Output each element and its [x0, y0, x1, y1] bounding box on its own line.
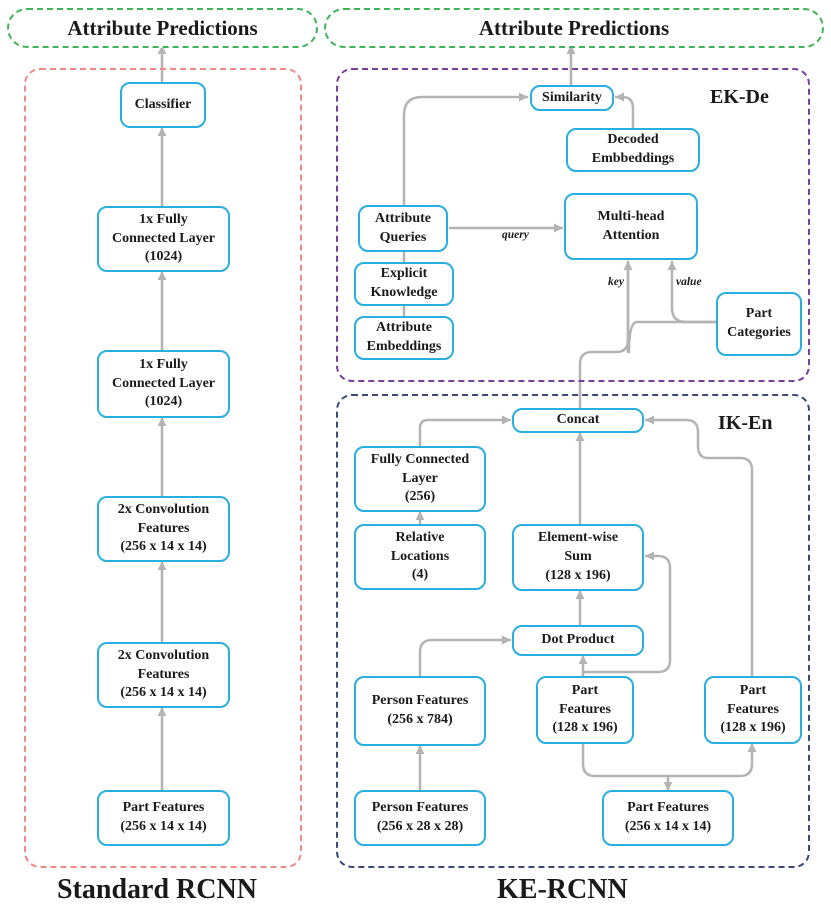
- attribute-queries-node: Attribute Queries: [358, 205, 448, 252]
- part-features-input-node: Part Features (256 x 14 x 14): [97, 790, 230, 846]
- multi-head-attention-node: Multi-head Attention: [564, 193, 698, 260]
- attribute-embeddings-node: Attribute Embeddings: [354, 316, 454, 360]
- arrow-concat-to-key: [578, 260, 633, 410]
- fc-layer-node-bottom: 1x Fully Connected Layer (1024): [97, 350, 230, 418]
- arrow-part-in-to-parts: [581, 744, 752, 790]
- classifier-node: Classifier: [120, 82, 206, 128]
- concat-node: Concat: [512, 408, 644, 433]
- arrow-right-part-to-concat: [644, 415, 754, 678]
- value-edge-label: value: [676, 276, 702, 288]
- arrow-person-to-dot: [418, 635, 512, 678]
- part-features-right-input-node: Part Features (256 x 14 x 14): [602, 790, 734, 846]
- left-predictions-header: Attribute Predictions: [7, 8, 318, 48]
- arrow-part-to-sum: [581, 551, 672, 674]
- arrow-queries-to-similarity: [402, 92, 529, 207]
- decoded-embeddings-node: Decoded Embbeddings: [566, 128, 700, 172]
- part-features-right-node: Part Features (128 x 196): [704, 676, 802, 744]
- dot-product-node: Dot Product: [512, 625, 644, 656]
- arrow-decoded-to-similarity: [614, 92, 635, 130]
- arrow-value-to-mha: [667, 260, 718, 324]
- query-edge-label: query: [502, 229, 529, 241]
- part-categories-node: Part Categories: [716, 292, 802, 356]
- fc-layer-node-top: 1x Fully Connected Layer (1024): [97, 206, 230, 272]
- key-edge-label: key: [608, 276, 624, 288]
- standard-rcnn-frame: [24, 68, 302, 868]
- similarity-node: Similarity: [530, 85, 614, 111]
- person-features-node: Person Features (256 x 784): [354, 676, 486, 746]
- ik-en-label: IK-En: [718, 412, 773, 434]
- standard-rcnn-caption: Standard RCNN: [57, 874, 257, 905]
- part-features-mid-node: Part Features (128 x 196): [536, 676, 634, 744]
- ik-en-frame: [336, 394, 810, 868]
- explicit-knowledge-node: Explicit Knowledge: [354, 262, 454, 306]
- relative-locations-node: Relative Locations (4): [354, 524, 486, 590]
- right-predictions-header: Attribute Predictions: [324, 8, 824, 48]
- ke-rcnn-caption: KE-RCNN: [497, 874, 628, 905]
- person-features-input-node: Person Features (256 x 28 x 28): [354, 790, 486, 846]
- fc-256-node: Fully Connected Layer (256): [354, 446, 486, 512]
- ek-de-frame: [336, 68, 810, 382]
- conv-features-node-top: 2x Convolution Features (256 x 14 x 14): [97, 496, 230, 562]
- arrow-fc-to-concat: [418, 415, 512, 448]
- conv-features-node-bottom: 2x Convolution Features (256 x 14 x 14): [97, 642, 230, 708]
- element-wise-sum-node: Element-wise Sum (128 x 196): [512, 524, 644, 591]
- ek-de-label: EK-De: [710, 86, 769, 108]
